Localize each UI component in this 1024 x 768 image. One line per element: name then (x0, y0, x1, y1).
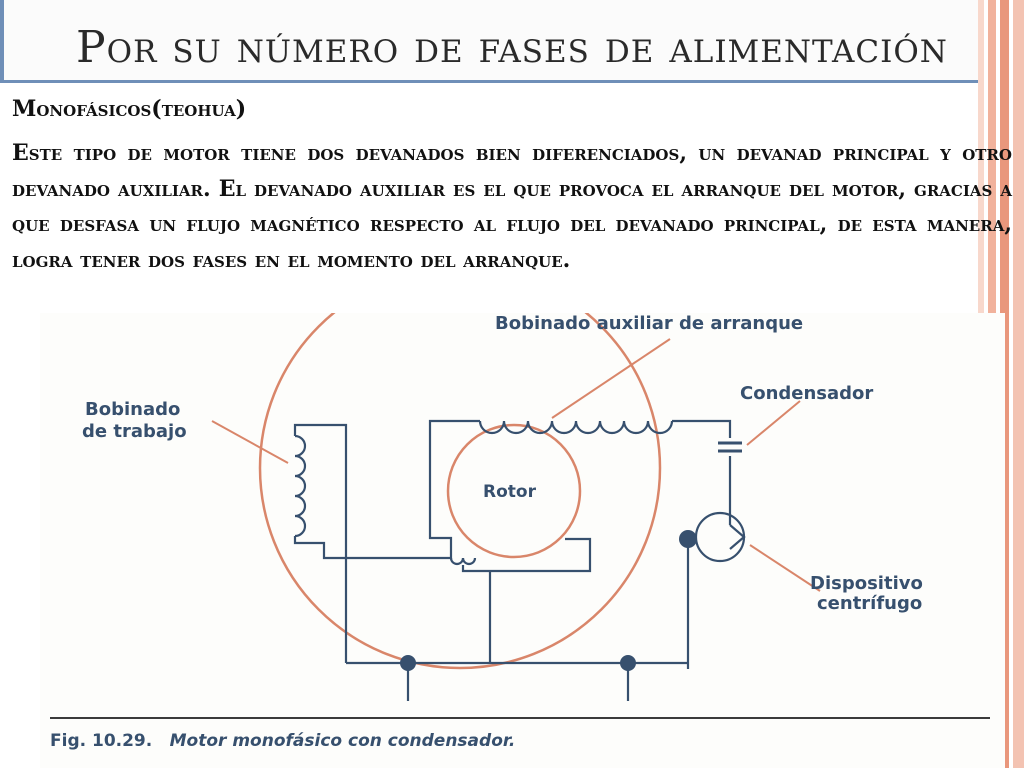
title-bar (4, 0, 978, 80)
label-auxiliary-winding: Bobinado auxiliar de arranque (495, 313, 803, 334)
body-paragraph: Este tipo de motor tiene dos devanados b… (12, 136, 1012, 278)
stator-circle (258, 313, 662, 670)
leader-lines (211, 338, 821, 592)
label-centrifugal-line1: Dispositivo (810, 573, 923, 594)
label-capacitor: Condensador (740, 383, 873, 404)
centrifugal-switch-circle (694, 511, 746, 563)
slide-title: Por su número de fases de alimentación (0, 22, 1024, 73)
body-paragraph-rest: ste tipo de motor tiene dos devanados bi… (12, 140, 1012, 273)
slide-subtitle-initial: M (12, 96, 37, 122)
body-paragraph-initial: E (12, 140, 29, 166)
work-winding-coil (294, 434, 307, 538)
slide-title-rest: or su número de fases de alimentación (106, 22, 948, 73)
figure-description: Motor monofásico con condensador. (169, 731, 516, 751)
slide-title-initial: P (76, 22, 107, 73)
decorative-stripe (1013, 0, 1024, 768)
left-border (0, 0, 4, 82)
capacitor-symbol (718, 441, 742, 453)
rotor-circle (446, 423, 582, 559)
slide-subtitle-rest: onofásicos(teohua) (36, 96, 247, 122)
label-centrifugal-line2: centrífugo (817, 593, 922, 614)
label-work-winding-line2: de trabajo (82, 421, 187, 442)
terminal-dots (400, 530, 697, 671)
title-underline (0, 80, 978, 83)
slide-subtitle: Monofásicos(teohua) (12, 96, 246, 122)
figure-number: Fig. 10.29. (50, 731, 153, 751)
label-rotor: Rotor (483, 482, 537, 502)
motor-diagram: Bobinado auxiliar de arranque Condensado… (82, 313, 923, 701)
label-work-winding-line1: Bobinado (85, 399, 180, 420)
motor-diagram-figure: Bobinado auxiliar de arranque Condensado… (40, 313, 1005, 768)
caption-divider (50, 717, 990, 719)
figure-caption: Fig. 10.29. Motor monofásico con condens… (50, 731, 515, 751)
auxiliary-winding-coil (478, 420, 674, 435)
